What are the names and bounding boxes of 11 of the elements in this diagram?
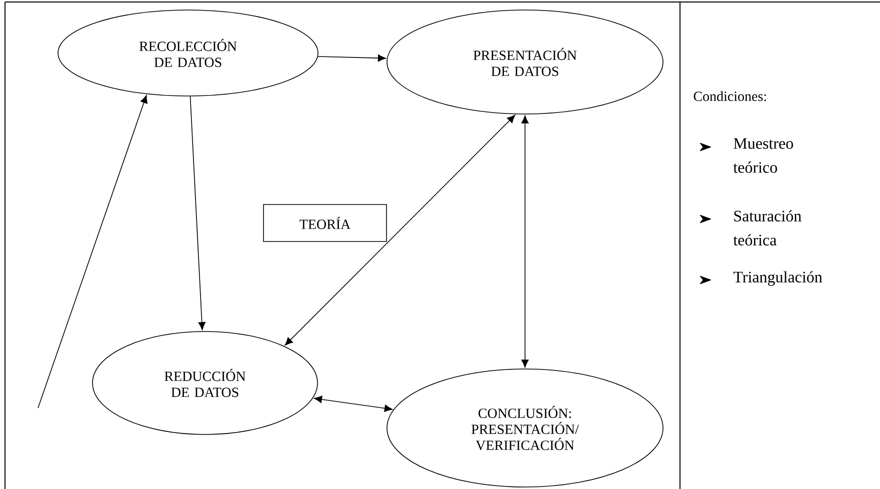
arrow <box>38 95 148 408</box>
arrow <box>314 396 392 412</box>
conditions-heading: Condiciones: <box>694 91 766 102</box>
condition-item: Triangulación <box>733 271 822 286</box>
theory-box: TEORÍA <box>263 204 387 242</box>
condition-item: Saturación teórica <box>733 210 802 246</box>
arrow <box>318 54 386 62</box>
arrow <box>190 96 206 330</box>
arrow <box>284 114 516 346</box>
condition-item: Muestreo teórico <box>733 138 794 173</box>
arrow <box>521 115 529 368</box>
